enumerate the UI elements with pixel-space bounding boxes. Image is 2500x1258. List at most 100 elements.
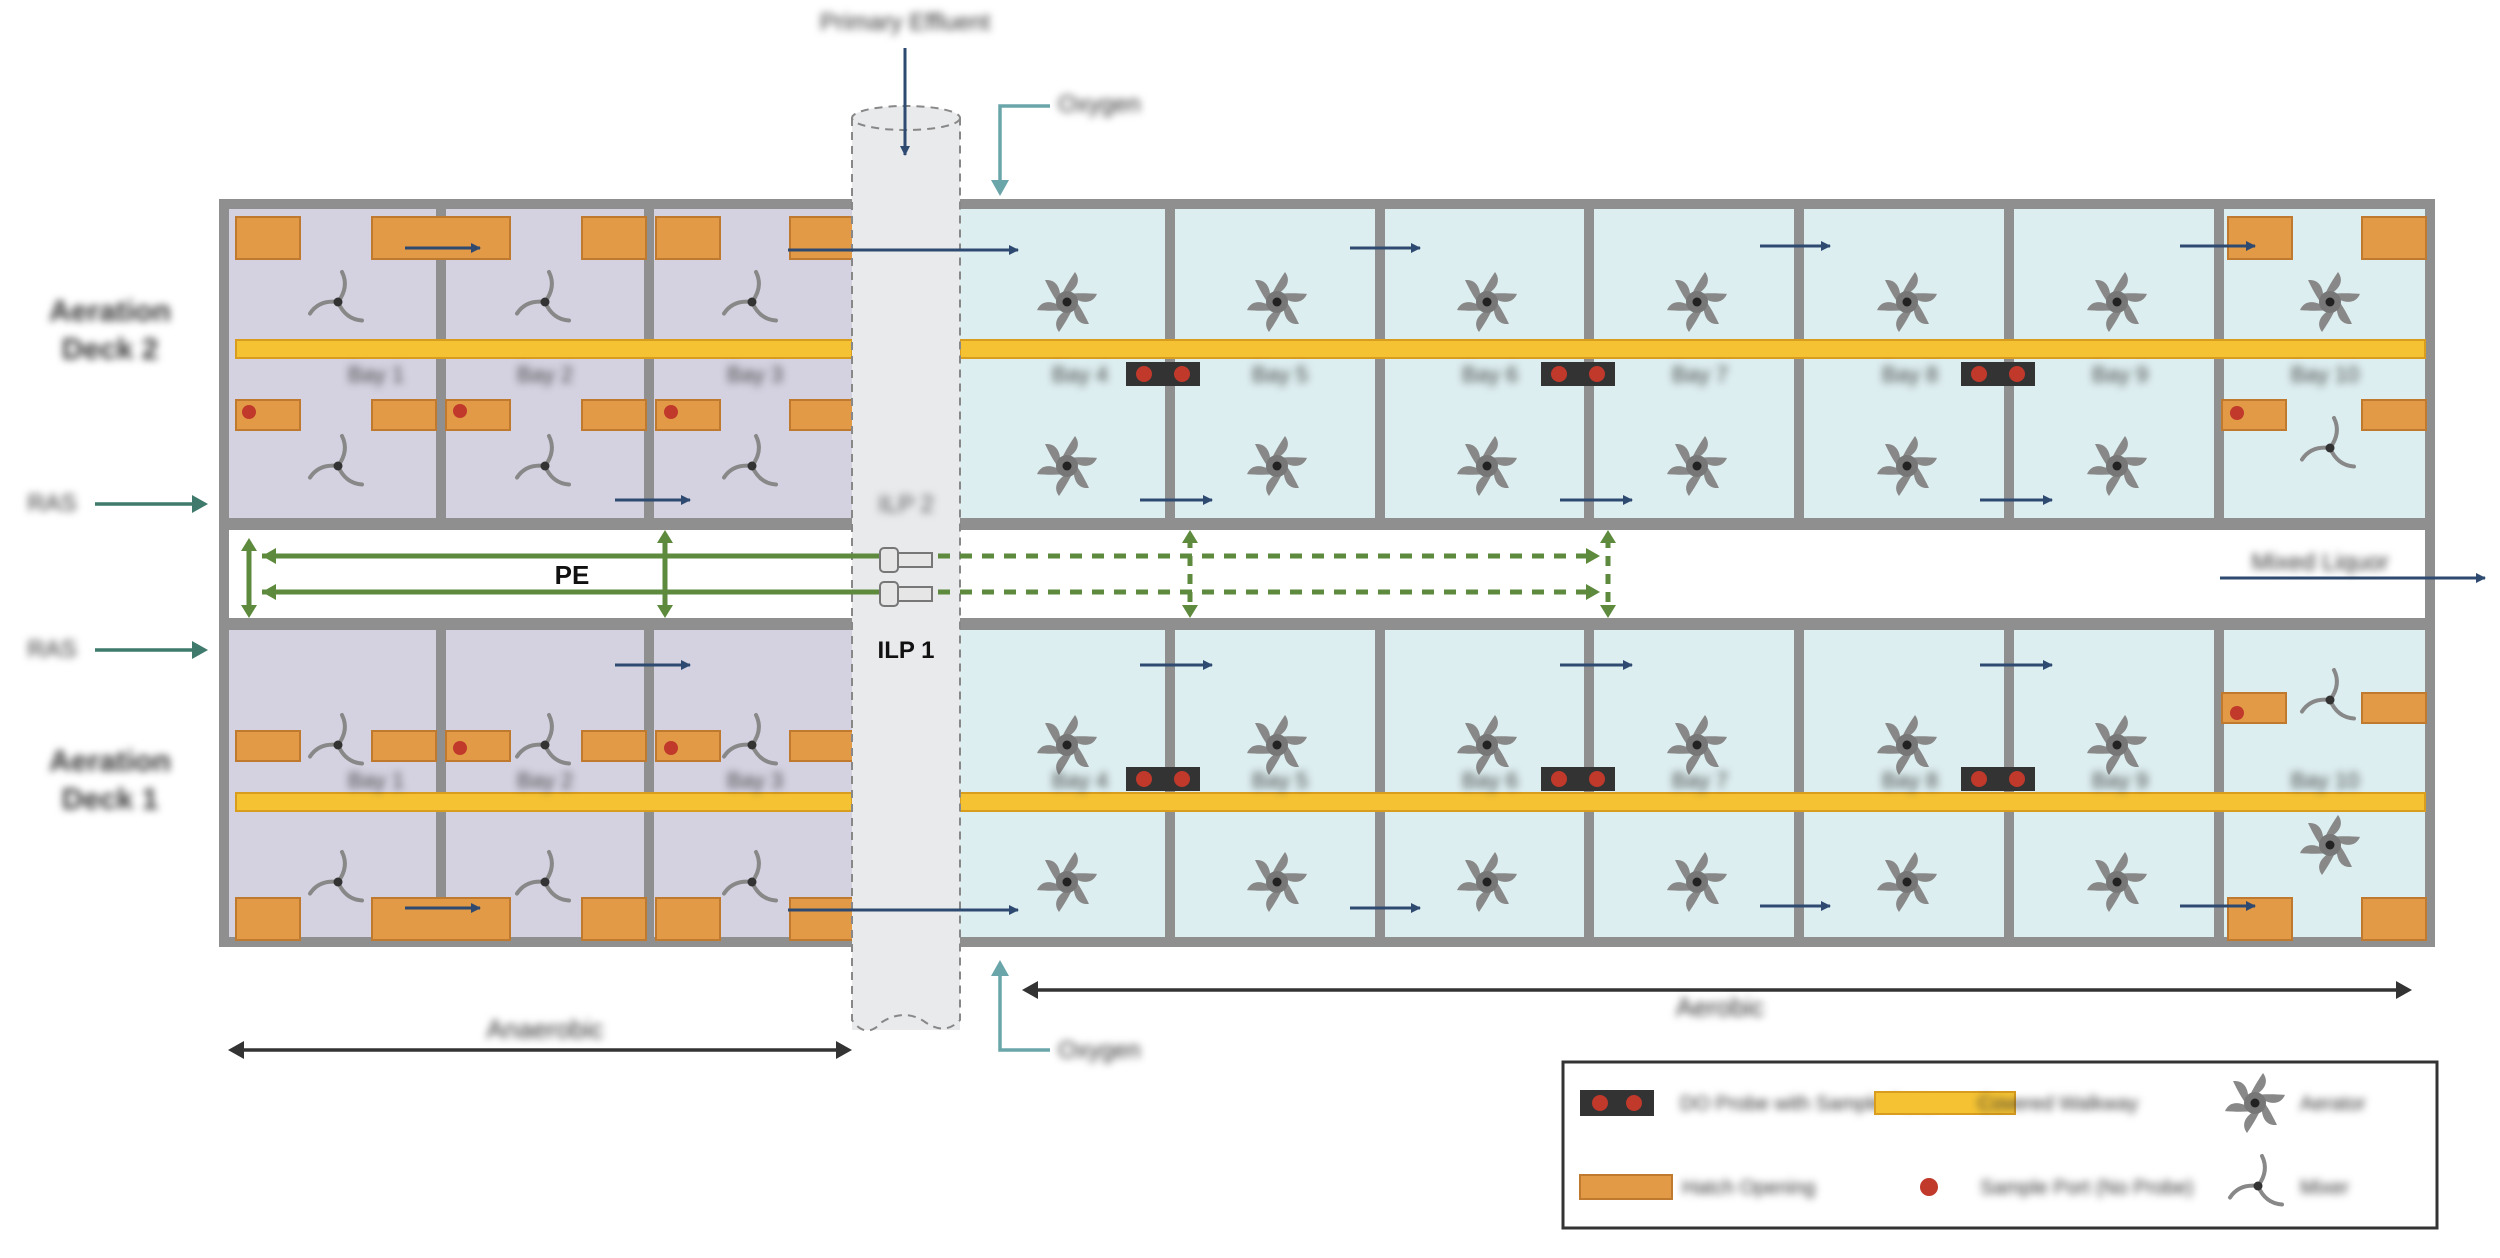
ilp1-label: ILP 1 bbox=[878, 637, 935, 664]
legend: DO Probe with Sample Ports Covered Walkw… bbox=[1561, 1060, 2439, 1230]
ilp-pumps bbox=[879, 547, 933, 607]
mixer-icon bbox=[515, 713, 571, 766]
mixer-icon bbox=[2300, 668, 2356, 721]
aerator-icon bbox=[1247, 715, 1307, 775]
bay-label: Bay 10 bbox=[2291, 362, 2360, 387]
bay-label: Bay 3 bbox=[727, 362, 783, 387]
bay-label: Bay 7 bbox=[1672, 362, 1728, 387]
mixed-liquor-label: Mixed Liquor bbox=[2251, 549, 2388, 576]
legend-hatch-label: Hatch Opening bbox=[1682, 1177, 1815, 1199]
pe-piping bbox=[241, 530, 1616, 618]
aerator-icon bbox=[2225, 1073, 2285, 1133]
mixer-icon bbox=[308, 713, 364, 766]
aerator-icon bbox=[2087, 436, 2147, 496]
deck1-anaerobic-zone bbox=[228, 628, 853, 938]
span-arrows bbox=[228, 981, 2412, 1059]
mixer-icon bbox=[722, 850, 778, 903]
legend-mixer-item: Mixer bbox=[2228, 1154, 2349, 1207]
aerator-icon bbox=[2225, 1073, 2285, 1133]
ras-top-label: RAS bbox=[27, 490, 76, 517]
aerobic-label: Aerobic bbox=[1676, 992, 1764, 1022]
aerator-icon bbox=[1457, 715, 1517, 775]
aerator-icon bbox=[1877, 436, 1937, 496]
bay-label: Bay 2 bbox=[517, 768, 573, 793]
bay-labels: Bay 1 Bay 2 Bay 3 Bay 4 Bay 5 Bay 6 Bay 7 Bay 8… bbox=[348, 362, 2359, 793]
top-inflow-label: Primary Effluent bbox=[820, 9, 991, 36]
aerator-icon bbox=[1667, 852, 1727, 912]
aerator-icon bbox=[1877, 715, 1937, 775]
aerator-icon bbox=[1667, 272, 1727, 332]
bay-label: Bay 2 bbox=[517, 362, 573, 387]
bay-label: Bay 1 bbox=[348, 362, 404, 387]
aerator-icon bbox=[1667, 436, 1727, 496]
legend-do-probe-label: DO Probe with Sample Ports bbox=[1680, 1093, 1936, 1115]
aerator-icon bbox=[1457, 852, 1517, 912]
bay-label: Bay 8 bbox=[1882, 362, 1938, 387]
mixers bbox=[308, 270, 2356, 903]
mixer-icon bbox=[2228, 1154, 2284, 1207]
legend-hatch-item: Hatch Opening bbox=[1579, 1174, 1815, 1200]
bay-label: Bay 3 bbox=[727, 768, 783, 793]
aerator-icon bbox=[1667, 715, 1727, 775]
mixer-icon bbox=[2300, 416, 2356, 469]
aerator-icon bbox=[1247, 272, 1307, 332]
aerator-icon bbox=[1037, 436, 1097, 496]
aerator-icon bbox=[1247, 852, 1307, 912]
bay-label: Bay 1 bbox=[348, 768, 404, 793]
aerator-icon bbox=[1877, 852, 1937, 912]
mixer-icon bbox=[515, 270, 571, 323]
ras-bottom-label: RAS bbox=[27, 636, 76, 663]
bay-label: Bay 4 bbox=[1052, 768, 1108, 793]
pe-label: PE bbox=[555, 560, 590, 590]
aerators bbox=[1037, 272, 2360, 912]
aerator-icon bbox=[1037, 852, 1097, 912]
legend-sample-port-label: Sample Port (No Probe) bbox=[1980, 1177, 2193, 1199]
mixer-icon bbox=[722, 270, 778, 323]
aerator-icon bbox=[1247, 436, 1307, 496]
mixer-icon bbox=[722, 434, 778, 487]
covered-walkways bbox=[235, 339, 2426, 812]
bay-label: Bay 9 bbox=[2092, 768, 2148, 793]
ilp-column bbox=[851, 105, 961, 1032]
flow-arrows bbox=[405, 48, 2486, 915]
basin-fills bbox=[228, 208, 2425, 938]
aerator-icon bbox=[1457, 436, 1517, 496]
aerator-icon bbox=[2087, 852, 2147, 912]
oxygen-arrows bbox=[991, 104, 1050, 1052]
aerator-icon bbox=[2300, 272, 2360, 332]
legend-do-probe-item: DO Probe with Sample Ports bbox=[1580, 1090, 1936, 1116]
bay-label: Bay 6 bbox=[1462, 362, 1518, 387]
bay-label: Bay 8 bbox=[1882, 768, 1938, 793]
ras-arrows bbox=[95, 495, 208, 659]
bay-label: Bay 6 bbox=[1462, 768, 1518, 793]
bay-label: Bay 5 bbox=[1252, 768, 1308, 793]
bay-label: Bay 10 bbox=[2291, 768, 2360, 793]
aerator-icon bbox=[1037, 272, 1097, 332]
aerator-icon bbox=[2087, 715, 2147, 775]
aerator-icon bbox=[1877, 272, 1937, 332]
mixer-icon bbox=[515, 850, 571, 903]
mixer-icon bbox=[515, 434, 571, 487]
aerator-icon bbox=[1037, 715, 1097, 775]
legend-walkway-item: Covered Walkway bbox=[1874, 1091, 2138, 1115]
mixer-icon bbox=[308, 270, 364, 323]
legend-sample-port-item: Sample Port (No Probe) bbox=[1920, 1177, 2193, 1199]
bay-label: Bay 7 bbox=[1672, 768, 1728, 793]
bay-label: Bay 9 bbox=[2092, 362, 2148, 387]
aerator-icon bbox=[2087, 272, 2147, 332]
sample-ports bbox=[242, 404, 2244, 755]
mixer-icon bbox=[722, 713, 778, 766]
mixer-icon bbox=[308, 850, 364, 903]
oxygen-top-label: Oxygen bbox=[1058, 91, 1141, 118]
do-probes bbox=[1126, 362, 2035, 791]
bay-label: Bay 4 bbox=[1052, 362, 1108, 387]
anaerobic-label: Anaerobic bbox=[486, 1014, 603, 1044]
oxygen-bottom-label: Oxygen bbox=[1058, 1037, 1141, 1064]
legend-mixer-label: Mixer bbox=[2300, 1177, 2349, 1199]
mixer-icon bbox=[2228, 1154, 2284, 1207]
aerator-icon bbox=[1457, 272, 1517, 332]
